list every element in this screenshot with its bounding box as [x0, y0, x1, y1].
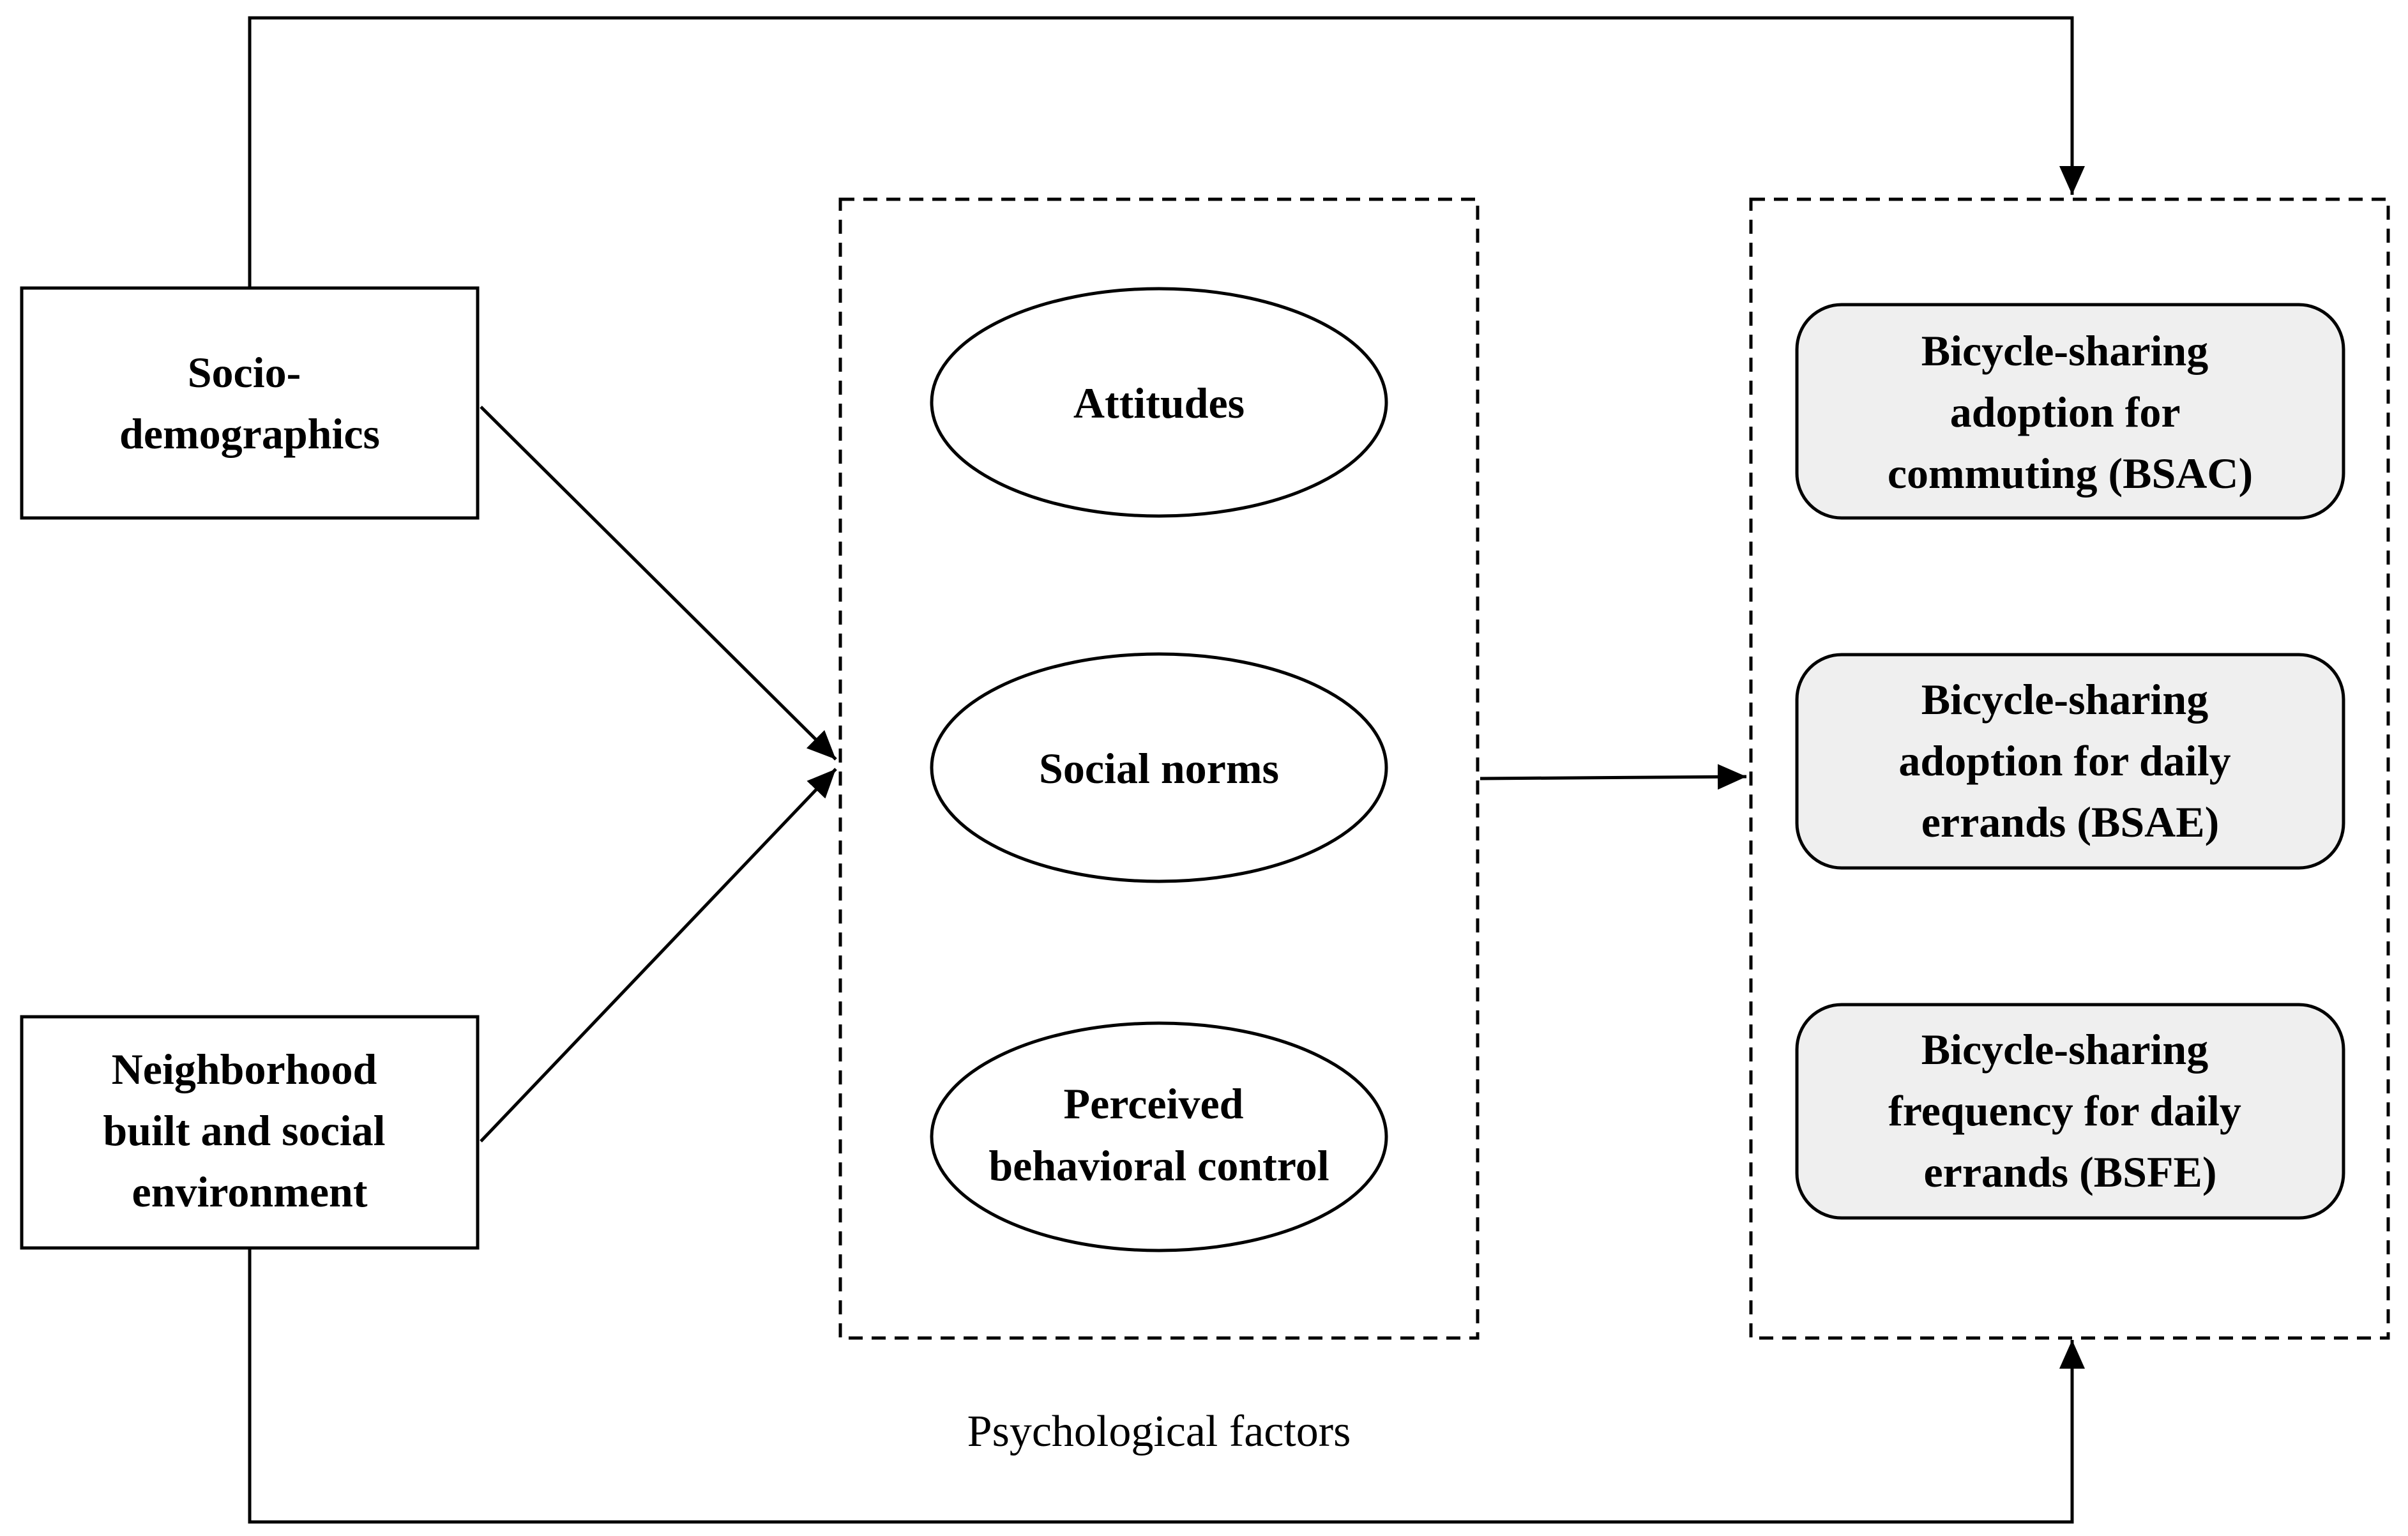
- neighborhood-line-3: environment: [132, 1167, 368, 1216]
- edges: [248, 16, 2085, 1524]
- neighborhood-environment-box: Neighborhood built and social environmen…: [20, 1015, 480, 1250]
- bsfe-line-1: Bicycle-sharing: [1921, 1025, 2209, 1074]
- socio-demographics-box: Socio- demographics: [20, 286, 480, 520]
- bsfe-box: Bicycle-sharing frequency for daily erra…: [1795, 1003, 2345, 1220]
- neighborhood-line-1: Neighborhood: [112, 1045, 377, 1093]
- svg-text:Bicycle-sharing freque: Bicycle-sharing frequency for daily erra…: [1888, 1025, 2252, 1196]
- bsac-box: Bicycle-sharing adoption for commuting (…: [1795, 303, 2345, 520]
- socio-line-1: Socio-: [188, 348, 301, 397]
- edge-socio-to-psychological: [480, 406, 837, 761]
- bsac-line-2: adoption for: [1950, 388, 2180, 436]
- edge-psychological-to-outcomes: [1480, 764, 1747, 790]
- psychological-factors-caption: Psychological factors: [967, 1407, 1351, 1456]
- neighborhood-line-2: built and social: [103, 1106, 385, 1155]
- svg-text:Socio- demographics: Socio- demographics: [119, 348, 380, 458]
- attitudes-label: Attitudes: [1073, 379, 1245, 427]
- psychological-factors-group: Attitudes Social norms Perceived behavio…: [838, 197, 1480, 1456]
- pbc-line-1: Perceived: [1064, 1079, 1244, 1128]
- bsae-box-shape: [1795, 653, 2345, 870]
- social-norms-ellipse: Social norms: [930, 652, 1388, 883]
- bsae-box: Bicycle-sharing adoption for daily erran…: [1795, 653, 2345, 870]
- bsae-line-3: errands (BSAE): [1921, 798, 2220, 846]
- attitudes-ellipse: Attitudes: [930, 287, 1388, 518]
- bsac-box-shape: [1795, 303, 2345, 520]
- bsfe-line-3: errands (BSFE): [1924, 1148, 2217, 1196]
- svg-text:Bicycle-sharing adopti: Bicycle-sharing adoption for daily erran…: [1898, 675, 2241, 846]
- edge-neighborhood-to-psychological: [480, 768, 837, 1143]
- socio-line-2: demographics: [119, 409, 380, 458]
- bsac-line-1: Bicycle-sharing: [1921, 326, 2209, 375]
- bsfe-box-shape: [1795, 1003, 2345, 1220]
- svg-text:Social norms: Social norms: [1039, 744, 1279, 793]
- pbc-line-2: behavioral control: [988, 1141, 1329, 1190]
- bsac-line-3: commuting (BSAC): [1888, 449, 2253, 498]
- svg-text:Attitudes: Attitudes: [1073, 379, 1245, 427]
- svg-text:Perceived behavioral c: Perceived behavioral control: [988, 1079, 1329, 1190]
- social-norms-label: Social norms: [1039, 744, 1279, 793]
- bsfe-line-2: frequency for daily: [1888, 1086, 2241, 1135]
- bsae-line-1: Bicycle-sharing: [1921, 675, 2209, 724]
- svg-text:Neighborhood built and s: Neighborhood built and social environmen…: [103, 1045, 396, 1216]
- outcomes-group: Bicycle-sharing adoption for commuting (…: [1749, 197, 2390, 1340]
- bsae-line-2: adoption for daily: [1898, 736, 2230, 785]
- edge-neighborhood-to-outcomes: [248, 1248, 2085, 1524]
- svg-text:Bicycle-sharing adopti: Bicycle-sharing adoption for commuting (…: [1888, 326, 2253, 498]
- edge-socio-to-outcomes: [248, 16, 2085, 288]
- perceived-behavioral-control-ellipse: Perceived behavioral control: [930, 1021, 1388, 1252]
